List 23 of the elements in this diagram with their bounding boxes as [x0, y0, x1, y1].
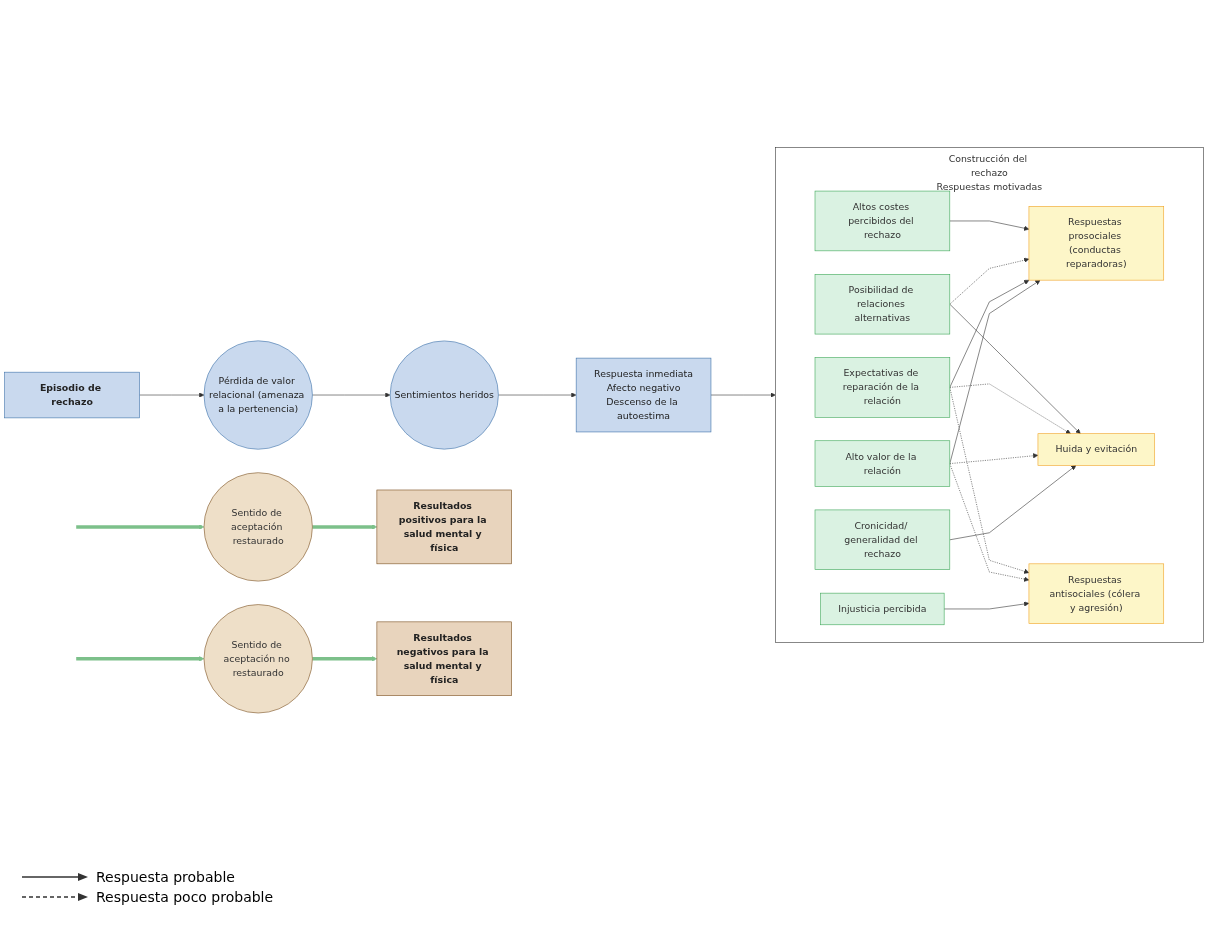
node-box: Episodio de rechazo	[4, 371, 140, 418]
node-circle: Sentido de aceptación no restaurado	[203, 603, 313, 713]
node-circle: Pérdida de valor relacional (amenaza a la pertenencia)	[203, 340, 313, 450]
node-box: Respuestas prosociales (conductas reparadoras)	[1028, 205, 1165, 281]
legend-text: Respuesta probable	[96, 869, 235, 885]
node-box: Alto valor de la relación	[814, 440, 951, 487]
arrow	[312, 655, 378, 661]
node-box: Resultados negativos para la salud mental y física	[376, 621, 512, 696]
node-box: Altos costes percibidos del rechazo	[814, 190, 951, 251]
node-circle: Sentido de aceptación restaurado	[203, 472, 313, 582]
node-box: Expectativas de reparación de la relación	[814, 356, 951, 418]
node-box: Resultados positivos para la salud mental y física	[376, 489, 512, 564]
legend-text: Respuesta poco probable	[96, 889, 274, 905]
node-box: Respuestas antisociales (cólera y agresión)	[1028, 563, 1165, 624]
node-box: Cronicidad/ generalidad del rechazo	[814, 509, 951, 570]
node-box: Posibilidad de relaciones alternativas	[814, 273, 951, 335]
arrow	[312, 524, 378, 530]
node-circle: Sentimientos heridos	[389, 340, 499, 450]
node-box: Injusticia percibida	[820, 592, 945, 625]
node-box: Huida y evitación	[1037, 433, 1156, 466]
node-box: Respuesta inmediata Afecto negativo Descenso de la autoestima	[575, 357, 712, 432]
arrow	[76, 655, 205, 661]
arrow	[76, 524, 205, 530]
